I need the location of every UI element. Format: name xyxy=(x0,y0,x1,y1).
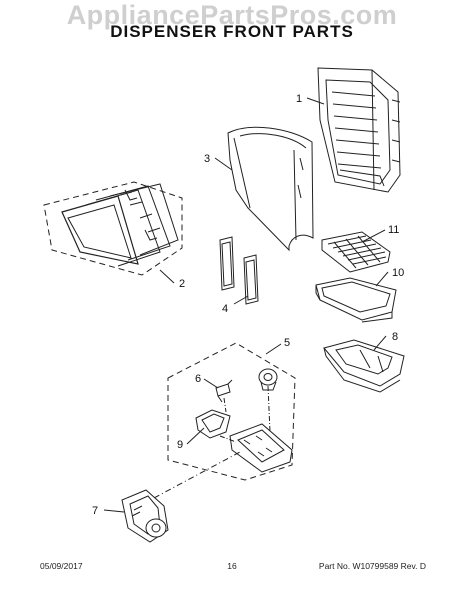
leader-8 xyxy=(373,335,387,351)
callout-8: 8 xyxy=(392,331,398,343)
leader-4 xyxy=(233,295,249,305)
leader-6 xyxy=(203,378,219,389)
part-3-front-trim[interactable] xyxy=(227,126,314,252)
callout-11: 11 xyxy=(388,224,399,236)
callout-5: 5 xyxy=(284,337,290,349)
callout-10: 10 xyxy=(392,267,404,279)
part-6-pin[interactable] xyxy=(215,379,233,403)
leader-7 xyxy=(103,509,125,513)
part-4-pads[interactable] xyxy=(219,236,259,305)
footer-page-number: 16 xyxy=(227,561,237,571)
callout-7: 7 xyxy=(92,505,98,517)
footer-date: 05/09/2017 xyxy=(40,561,83,571)
part-9-lever[interactable] xyxy=(195,409,231,439)
leader-9 xyxy=(186,427,205,445)
part-7-cap[interactable] xyxy=(121,489,169,543)
part-11-grille[interactable] xyxy=(321,231,391,273)
leader-5 xyxy=(265,343,282,355)
part-8-tray-base[interactable] xyxy=(323,339,405,393)
leader-3 xyxy=(214,157,233,171)
leader-11 xyxy=(361,229,386,243)
callout-1: 1 xyxy=(296,93,302,105)
part-10-drip-tray[interactable] xyxy=(315,277,397,323)
leader-10 xyxy=(375,271,389,287)
part-5-knob[interactable] xyxy=(258,368,278,391)
part-2-control-panel[interactable] xyxy=(43,181,183,276)
leader-2 xyxy=(159,269,175,284)
part-5-switch-housing[interactable] xyxy=(229,423,293,473)
callout-4: 4 xyxy=(222,303,228,315)
footer-part-number: Part No. W10799589 Rev. D xyxy=(318,561,426,571)
part-5-dashed-outline xyxy=(167,342,296,481)
callout-2: 2 xyxy=(179,278,185,290)
callout-3: 3 xyxy=(204,153,210,165)
page-title: DISPENSER FRONT PARTS xyxy=(110,22,354,41)
callout-6: 6 xyxy=(195,373,201,385)
watermark: AppliancePartsPros.com xyxy=(66,0,398,30)
part-1-housing[interactable] xyxy=(317,67,401,193)
callout-9: 9 xyxy=(177,439,183,451)
leader-1 xyxy=(306,97,325,105)
